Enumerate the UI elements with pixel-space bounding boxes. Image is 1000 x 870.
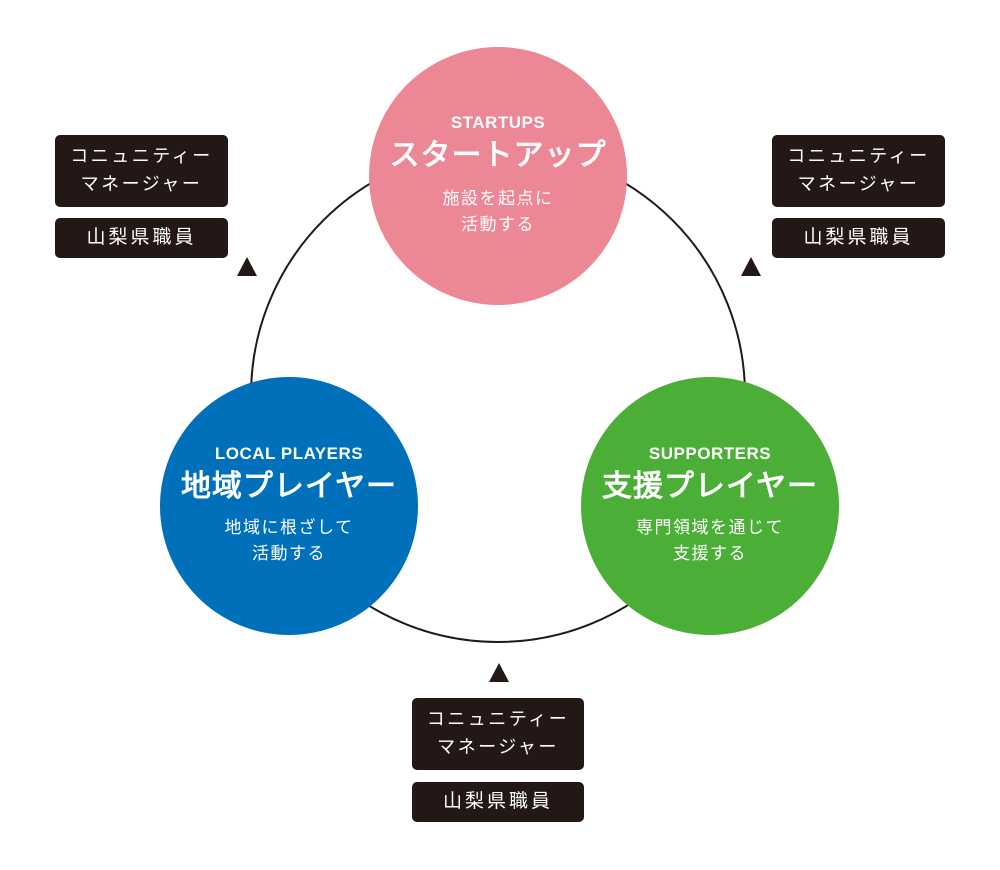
supporters-desc-line2: 支援する [673, 544, 747, 565]
local-players-desc-line2: 活動する [252, 544, 326, 565]
startups-node: STARTUPS スタートアップ 施設を起点に 活動する [369, 47, 627, 305]
supporters-description: 専門領域を通じて 支援する [636, 515, 784, 568]
connector-bottom-role-line1: コニュニティー [426, 709, 570, 731]
connector-left-role-line1: コニュニティー [70, 146, 213, 168]
connector-bottom-org-box: 山梨県職員 [412, 782, 584, 822]
startups-en-label: STARTUPS [450, 113, 546, 133]
local-players-en-label: LOCAL PLAYERS [214, 444, 364, 464]
triangle-up-icon [489, 663, 509, 682]
startups-jp-label: スタートアップ [389, 138, 607, 174]
triangle-up-icon [237, 257, 257, 276]
local-players-jp-label: 地域プレイヤー [180, 469, 398, 505]
connector-left-role-box: コニュニティー マネージャー [55, 135, 228, 207]
supporters-desc-line1: 専門領域を通じて [636, 517, 784, 538]
connector-right-role-line1: コニュニティー [787, 146, 930, 168]
connector-left-org-box: 山梨県職員 [55, 218, 228, 258]
connector-bottom-role-box: コニュニティー マネージャー [412, 698, 584, 770]
connector-left-role-line2: マネージャー [80, 174, 203, 195]
connector-right-role-box: コニュニティー マネージャー [772, 135, 945, 207]
supporters-jp-label: 支援プレイヤー [601, 469, 819, 505]
triangle-up-icon [741, 257, 761, 276]
startups-desc-line2: 活動する [461, 215, 535, 236]
local-players-node: LOCAL PLAYERS 地域プレイヤー 地域に根ざして 活動する [160, 377, 418, 635]
local-players-desc-line1: 地域に根ざして [224, 517, 354, 538]
supporters-node: SUPPORTERS 支援プレイヤー 専門領域を通じて 支援する [581, 377, 839, 635]
connector-right-role-line2: マネージャー [797, 174, 920, 195]
local-players-description: 地域に根ざして 活動する [225, 515, 354, 568]
startups-description: 施設を起点に 活動する [443, 186, 554, 239]
startups-desc-line1: 施設を起点に [442, 188, 554, 209]
connector-right-org-box: 山梨県職員 [772, 218, 945, 258]
connector-bottom-role-line2: マネージャー [437, 737, 559, 758]
supporters-en-label: SUPPORTERS [648, 444, 772, 464]
